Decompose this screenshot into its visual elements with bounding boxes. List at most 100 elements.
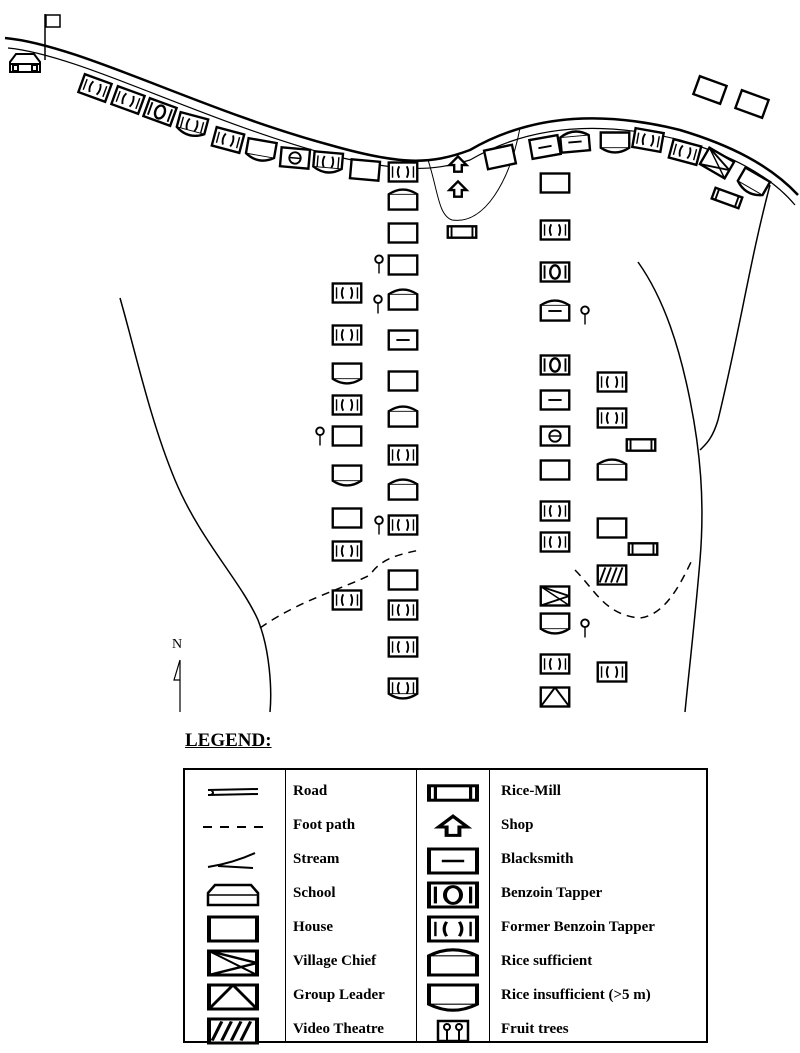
former-benzoin-tapper-house [667,137,703,167]
group-leader-house [539,686,571,708]
house [691,74,729,106]
benzoin-tapper-house [539,261,571,283]
video-theatre-icon [206,1017,260,1045]
foot-path-icon [203,826,263,828]
former-benzoin-tapper-house [387,444,419,466]
former-benzoin-tapper-house [630,126,666,154]
legend-label: Blacksmith [501,851,574,867]
blacksmith-house [559,130,592,154]
rice-mill [446,225,478,239]
stream-east [637,261,703,713]
village-chief-house [698,146,736,180]
shop [446,179,470,198]
former-benzoin-tapper-house [331,394,363,416]
legend-label: Rice insufficient (>5 m) [501,987,651,1003]
former-benzoin-tapper-house [331,282,363,304]
rice-sufficient-house [387,188,419,211]
benzoin-tapper-house [539,354,571,376]
village-chief-icon [206,949,260,977]
benzoin-tapper-house [278,146,312,170]
legend-label: House [293,919,334,935]
rice-sufficient-icon [426,948,480,977]
house [733,88,771,120]
house [539,459,571,481]
stream-west [119,297,272,713]
former-benzoin-tapper-house [387,599,419,621]
house [387,222,419,244]
rice-insufficient-house [331,362,363,385]
rice-mill [627,542,659,556]
rice-insufficient-house [244,136,279,162]
house [348,158,382,182]
blacksmith-house [527,133,563,161]
house [331,507,363,529]
benzoin-tapper-house [141,96,179,128]
legend-label: Video Theatre [293,1021,384,1037]
shop [446,154,470,173]
benzoin-tapper-house [539,425,571,447]
rice-insufficient-house [599,131,631,154]
former-benzoin-tapper-house [387,161,419,183]
rice-insufficient-house [312,150,345,174]
legend-label: Foot path [293,817,356,833]
legend-title: LEGEND: [185,730,272,751]
buildings [76,72,772,708]
former-benzoin-tapper-house [539,219,571,241]
north-label: N [172,637,182,652]
former-benzoin-tapper-house [539,500,571,522]
legend-label: Benzoin Tapper [501,885,603,901]
legend-label: Fruit trees [501,1021,569,1037]
blacksmith-house [387,329,419,351]
foot-path-east [574,559,693,619]
fruit-tree-icon [373,294,383,314]
shop-area-boundary [427,127,521,221]
rice-mill [710,186,744,210]
rice-sufficient-house [387,288,419,311]
school-icon [206,883,260,907]
rice-insufficient-house [736,166,772,197]
former-benzoin-tapper-house [331,589,363,611]
fruit-tree-icon [580,618,590,638]
school-icon [9,53,41,73]
video-theatre [596,564,628,586]
rice-insufficient-icon [426,983,480,1012]
house [387,254,419,276]
road [4,36,799,196]
former-benzoin-tapper-house [76,72,114,104]
village-chief-house [539,585,571,607]
blacksmith-house [539,299,571,322]
legend-label: Road [293,783,328,799]
legend-label: Shop [501,817,534,833]
north-arrow [173,659,181,712]
former-benzoin-tapper-house [331,540,363,562]
former-benzoin-tapper-house [387,636,419,658]
house [387,569,419,591]
legend-label: Village Chief [293,953,377,969]
fruit-tree-icon [315,426,325,446]
legend-label: Group Leader [293,987,385,1003]
fruit-tree-icon [374,515,384,535]
house [331,425,363,447]
former-benzoin-tapper-house [596,661,628,683]
rice-mill-icon [426,784,480,802]
rice-insufficient-house [331,464,363,487]
house-icon [206,915,260,943]
former-benzoin-tapper-house [539,531,571,553]
rice-mill [625,438,657,452]
rice-sufficient-house [387,478,419,501]
flag-icon [44,14,61,60]
fruit-tree-icon [580,305,590,325]
stream-east-branch [699,184,771,451]
blacksmith-icon [426,847,480,875]
rice-insufficient-house [539,612,571,635]
blacksmith-house [539,389,571,411]
house [596,517,628,539]
rice-insufficient-house [387,677,419,700]
legend-label: Rice sufficient [501,953,593,969]
legend-label: Former Benzoin Tapper [501,919,655,935]
legend-label: Stream [293,851,340,867]
house [387,370,419,392]
house [539,172,571,194]
group-leader-icon [206,983,260,1011]
